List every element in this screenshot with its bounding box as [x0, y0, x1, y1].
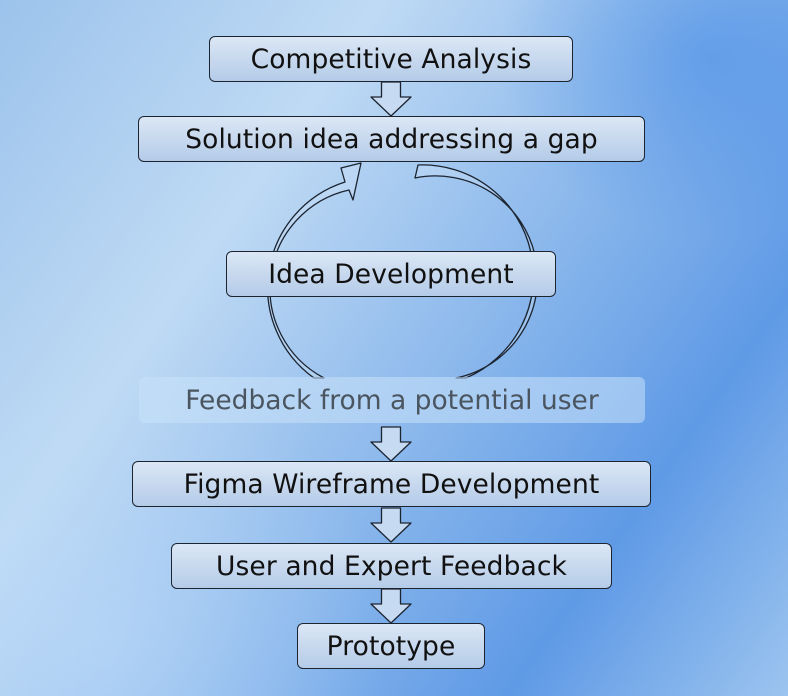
step-prototype: Prototype	[297, 623, 485, 669]
step-user-expert-feedback: User and Expert Feedback	[171, 543, 612, 589]
step-label: Solution idea addressing a gap	[185, 123, 598, 155]
down-arrow-icon	[370, 426, 412, 462]
step-solution-idea: Solution idea addressing a gap	[138, 116, 645, 162]
step-label: Prototype	[326, 630, 456, 662]
step-competitive-analysis: Competitive Analysis	[209, 36, 573, 82]
step-label: Idea Development	[268, 258, 514, 290]
feedback-label: Feedback from a potential user	[185, 384, 599, 416]
feedback-note: Feedback from a potential user	[139, 377, 645, 423]
down-arrow-icon	[370, 507, 412, 543]
step-label: Figma Wireframe Development	[183, 468, 600, 500]
step-idea-development: Idea Development	[226, 251, 556, 297]
step-figma-wireframe: Figma Wireframe Development	[132, 461, 651, 507]
step-label: Competitive Analysis	[250, 43, 532, 75]
step-label: User and Expert Feedback	[216, 550, 567, 582]
down-arrow-icon	[370, 588, 412, 624]
down-arrow-icon	[370, 81, 412, 117]
